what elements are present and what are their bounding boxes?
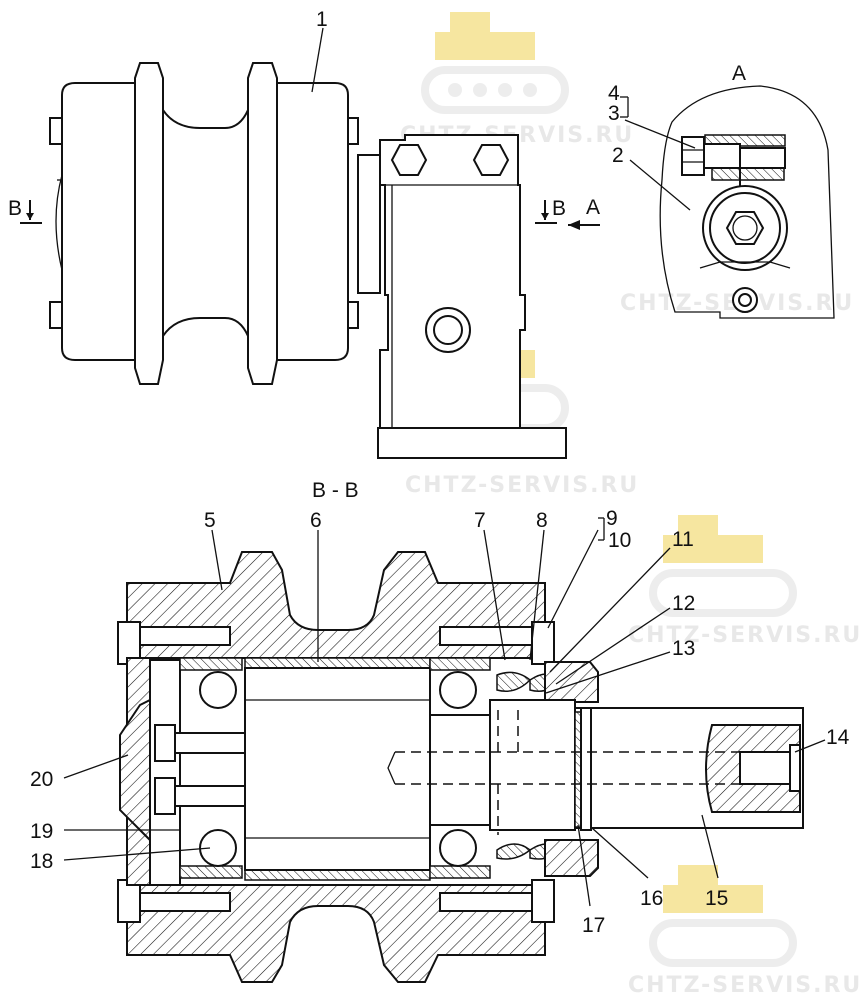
callout-2: 2 bbox=[612, 144, 624, 167]
watermark-logo bbox=[421, 12, 569, 114]
callout-4: 4 bbox=[608, 82, 620, 105]
view-a-title: A bbox=[732, 62, 746, 85]
watermark-text: CHTZ-SERVIS.RU bbox=[628, 973, 860, 998]
leader-lines bbox=[63, 27, 826, 907]
callout-7: 7 bbox=[474, 509, 486, 532]
callout-8: 8 bbox=[536, 509, 548, 532]
callout-15: 15 bbox=[705, 887, 728, 910]
callout-9: 9 bbox=[606, 507, 618, 530]
callout-10: 10 bbox=[608, 529, 631, 552]
callout-5: 5 bbox=[204, 509, 216, 532]
arrow-a-label: A bbox=[586, 196, 600, 219]
watermark-text: CHTZ-SERVIS.RU bbox=[405, 473, 639, 498]
callout-13: 13 bbox=[672, 637, 695, 660]
cut-mark-left-label: B bbox=[8, 197, 22, 220]
view-a: A bbox=[659, 62, 835, 319]
callout-1: 1 bbox=[316, 8, 328, 31]
callout-11: 11 bbox=[672, 528, 694, 551]
callout-6: 6 bbox=[310, 509, 322, 532]
section-b-b: B - B bbox=[117, 479, 804, 983]
callout-19: 19 bbox=[30, 820, 53, 843]
top-view bbox=[49, 62, 567, 459]
watermark-text: CHTZ-SERVIS.RU bbox=[628, 623, 860, 648]
callouts: 1 2 3 4 5 6 7 8 9 10 11 12 13 14 15 16 1… bbox=[30, 8, 850, 937]
callout-17: 17 bbox=[582, 914, 605, 937]
watermark-logo bbox=[649, 865, 797, 967]
callout-12: 12 bbox=[672, 592, 695, 615]
callout-18: 18 bbox=[30, 850, 53, 873]
cut-mark-right-label: B bbox=[552, 197, 566, 220]
callout-14: 14 bbox=[826, 726, 850, 749]
watermark-logo bbox=[649, 515, 797, 617]
callout-20: 20 bbox=[30, 768, 53, 791]
callout-16: 16 bbox=[640, 887, 663, 910]
callout-3: 3 bbox=[608, 102, 620, 125]
section-title: B - B bbox=[312, 479, 359, 502]
cut-marks: B B A bbox=[8, 196, 600, 230]
